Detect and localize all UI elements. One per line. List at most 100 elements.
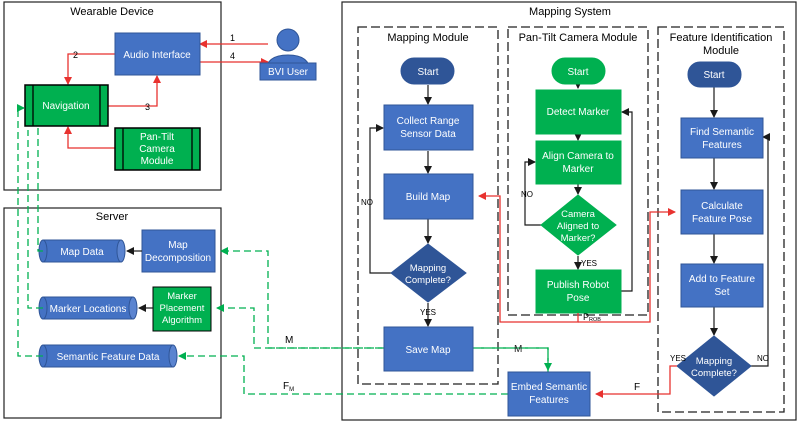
flow-label-m1: M: [285, 335, 293, 346]
save-map-box: [383, 326, 474, 372]
find-features-label-1: Find Semantic: [690, 127, 754, 138]
flow-semantic-to-nav: [17, 104, 43, 357]
pan-tilt-module-title: Pan-Tilt Camera Module: [519, 32, 638, 44]
wearable-ptc-label-1: Pan-Tilt: [140, 132, 174, 143]
calc-pose-label-2: Feature Pose: [692, 214, 752, 225]
flow-label-fm: FM: [283, 381, 294, 393]
feature-start-label: Start: [703, 70, 724, 81]
feature-module-title-2: Module: [703, 45, 739, 57]
mapping-system-title: Mapping System: [529, 6, 611, 18]
publish-pose-box: [535, 269, 622, 314]
arrow-f-to-embed: [595, 365, 677, 398]
aligned-decision-label-2: Aligned to: [557, 221, 599, 232]
user-label: BVI User: [268, 67, 309, 78]
flow-m-to-mpa: [216, 304, 470, 349]
aligned-decision-label-1: Camera: [561, 209, 596, 220]
feature-start: [687, 61, 742, 88]
aligned-decision: [540, 194, 617, 256]
feature-decision-label-1: Mapping: [696, 356, 732, 367]
flow-label-m2: M: [514, 344, 522, 355]
flow-save-to-embed: [470, 347, 552, 371]
arrow-2-label: 2: [73, 50, 78, 60]
detect-marker-label: Detect Marker: [547, 107, 610, 118]
arrow-1-label: 1: [230, 33, 235, 43]
mapping-start-label: Start: [417, 67, 438, 78]
find-features-label-2: Features: [702, 140, 741, 151]
mapping-yes-label: YES: [420, 308, 436, 317]
arrow-2: [64, 53, 115, 85]
embed-label-2: Features: [529, 395, 568, 406]
feature-module-title-1: Feature Identification: [670, 32, 773, 44]
flow-label-f: F: [634, 382, 640, 393]
mapping-no-label: NO: [361, 198, 373, 207]
marker-placement-label-1: Marker: [167, 291, 197, 302]
find-features-box: [680, 117, 764, 159]
arrow-ptc-to-nav: [64, 126, 115, 149]
mapping-decision: [390, 243, 467, 303]
align-camera-label-1: Align Camera to: [542, 151, 614, 162]
flow-mapdata-to-nav: [34, 107, 43, 252]
audio-interface-box: [114, 32, 201, 76]
pantilt-flow-arrows: [524, 81, 633, 292]
mapping-flow-arrows: [369, 85, 432, 327]
feature-yes-label: YES: [670, 354, 686, 363]
mapping-decision-label-2: Complete?: [405, 275, 451, 286]
wearable-ptc-label-3: Module: [141, 156, 174, 167]
map-decomposition-label-2: Decomposition: [145, 253, 211, 264]
marker-locations-label: Marker Locations: [50, 304, 127, 315]
flow-markers-to-nav: [27, 130, 43, 309]
arrow-prob-to-calc: [578, 208, 676, 323]
map-data-store: [38, 239, 126, 263]
feature-decision: [676, 335, 752, 397]
collect-label-1: Collect Range: [397, 116, 460, 127]
align-camera-box: [535, 140, 622, 185]
feature-flow-arrows: [710, 87, 770, 367]
wearable-ptc-label-2: Camera: [139, 144, 175, 155]
wearable-ptc-box: [114, 127, 201, 171]
calc-pose-label-1: Calculate: [701, 201, 743, 212]
pantilt-start: [551, 57, 606, 85]
mapping-decision-label-1: Mapping: [410, 263, 446, 274]
aligned-yes-label: YES: [581, 259, 597, 268]
save-map-label: Save Map: [405, 345, 450, 356]
wearable-title: Wearable Device: [70, 6, 154, 18]
publish-pose-label-1: Publish Robot: [547, 280, 609, 291]
flow-fm-to-semantic: [178, 352, 508, 395]
feature-decision-label-2: Complete?: [691, 368, 737, 379]
arrow-3-label: 3: [145, 102, 150, 112]
semantic-data-label: Semantic Feature Data: [57, 352, 160, 363]
map-decomposition-label-1: Map: [168, 240, 188, 251]
navigation-box: [24, 84, 109, 127]
aligned-no-label: NO: [521, 190, 533, 199]
marker-locations-store: [38, 296, 138, 320]
mapping-start: [400, 57, 455, 85]
arrow-3: [108, 75, 161, 107]
feature-module-panel: [657, 26, 785, 413]
arrow-4-label: 4: [230, 51, 235, 61]
pantilt-start-label: Start: [567, 67, 588, 78]
mapping-module-title: Mapping Module: [387, 32, 468, 44]
collect-label-2: Sensor Data: [400, 129, 456, 140]
detect-marker-box: [535, 89, 622, 135]
collect-box: [383, 104, 474, 151]
marker-placement-box: [152, 286, 212, 332]
prob-label: PROB: [583, 312, 601, 323]
server-title: Server: [96, 211, 129, 223]
audio-interface-label: Audio Interface: [123, 50, 191, 61]
map-data-label: Map Data: [60, 247, 104, 258]
mapping-module-panel: [357, 26, 499, 385]
map-decomposition-box: [141, 229, 216, 273]
build-map-label: Build Map: [406, 192, 451, 203]
add-feature-label-2: Set: [714, 287, 729, 298]
marker-placement-label-3: Algorithm: [162, 315, 202, 326]
publish-pose-label-2: Pose: [567, 293, 590, 304]
calc-pose-box: [680, 189, 764, 235]
embed-features-box: [507, 371, 591, 417]
align-camera-label-2: Marker: [562, 164, 594, 175]
build-map-box: [383, 173, 474, 220]
embed-label-1: Embed Semantic: [511, 382, 587, 393]
add-feature-label-1: Add to Feature: [689, 274, 756, 285]
feature-no-label: NO: [757, 354, 769, 363]
navigation-label: Navigation: [42, 101, 89, 112]
